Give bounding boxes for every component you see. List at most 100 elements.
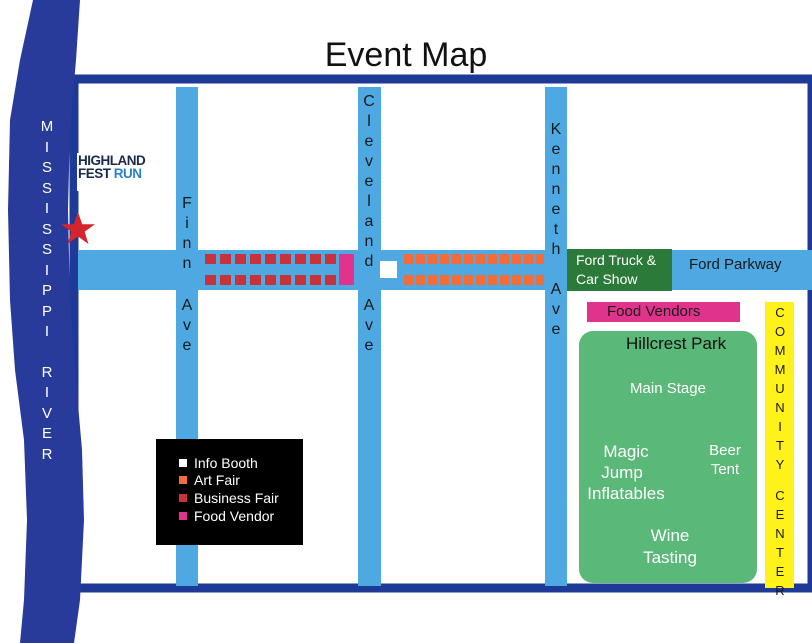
map-title: Event Map xyxy=(324,36,488,74)
vertical-letter: S xyxy=(41,220,52,238)
vertical-letter: K xyxy=(550,121,562,138)
vertical-letter: e xyxy=(364,337,374,354)
vertical-letter: A xyxy=(181,297,193,314)
ford-truck-line1: Ford Truck & xyxy=(576,252,657,268)
vertical-letter xyxy=(770,474,790,486)
food-vendors-area xyxy=(587,302,740,322)
legend-item-food-vendor: Food Vendor xyxy=(179,507,274,524)
legend-item-info-booth: Info Booth xyxy=(179,454,258,471)
vertical-letter: I xyxy=(44,384,50,401)
info-booth xyxy=(380,261,397,278)
highland-fest-logo: HIGHLAND FEST RUN xyxy=(77,153,152,191)
vertical-letter: d xyxy=(364,253,374,270)
legend-swatch-art-fair xyxy=(179,475,187,484)
food-vendors-label: Food Vendors xyxy=(607,303,701,320)
vertical-letter: C xyxy=(363,93,375,110)
vertical-letter: n xyxy=(551,161,561,178)
food-vendor-stall xyxy=(339,254,354,285)
wine-tasting-line2: Tasting xyxy=(643,548,697,567)
vertical-letter xyxy=(37,343,57,363)
vertical-letter: R xyxy=(41,363,53,381)
logo-line2: FEST RUN xyxy=(78,167,142,181)
vertical-letter: l xyxy=(367,193,371,210)
community-center-area xyxy=(765,302,794,588)
ford-truck-label: Ford Truck & Car Show xyxy=(576,251,656,289)
vertical-letter: V xyxy=(41,404,52,422)
logo-line1: HIGHLAND xyxy=(78,153,146,168)
vertical-letter: N xyxy=(775,400,785,415)
beer-tent-line2: Tent xyxy=(710,461,740,478)
logo-run: RUN xyxy=(113,166,142,181)
vertical-letter: n xyxy=(182,235,192,252)
vertical-letter: R xyxy=(41,445,53,463)
vertical-letter: M xyxy=(40,118,54,135)
vertical-letter: E xyxy=(775,507,785,522)
wine-tasting-line1: Wine xyxy=(650,526,690,545)
legend-swatch-business-fair xyxy=(179,493,187,502)
magic-jump-line1: Magic xyxy=(603,442,649,461)
legend-swatch-info-booth xyxy=(179,458,187,467)
legend-label-info-booth: Info Booth xyxy=(194,454,258,471)
legend-item-art-fair: Art Fair xyxy=(179,471,240,488)
logo-fest: FEST xyxy=(78,166,111,181)
vertical-letter: e xyxy=(551,141,561,158)
art-fair-stalls xyxy=(404,254,544,285)
vertical-letter: t xyxy=(553,221,559,238)
vertical-letter xyxy=(177,274,197,296)
legend-label-art-fair: Art Fair xyxy=(194,471,240,488)
vertical-letter: e xyxy=(551,321,561,338)
vertical-letter: I xyxy=(44,200,50,217)
vertical-letter: S xyxy=(41,241,52,258)
vertical-letter: v xyxy=(183,317,191,334)
vertical-letter: e xyxy=(182,337,192,354)
vertical-letter: e xyxy=(551,201,561,218)
vertical-letter: P xyxy=(41,282,52,299)
business-fair-stalls xyxy=(205,254,336,285)
vertical-letter: i xyxy=(185,215,189,232)
legend-item-business-fair: Business Fair xyxy=(179,489,279,506)
start-star-icon xyxy=(61,212,95,244)
hillcrest-park-area xyxy=(579,331,757,583)
ford-parkway-label: Ford Parkway xyxy=(689,256,782,273)
wine-tasting-label: Wine Tasting xyxy=(630,525,710,569)
magic-jump-line2: Jump xyxy=(601,463,643,482)
vertical-letter xyxy=(546,260,566,280)
vertical-letter: v xyxy=(365,153,373,170)
vertical-letter: M xyxy=(774,362,786,377)
vertical-letter: T xyxy=(776,545,784,560)
vertical-letter: T xyxy=(776,438,784,453)
vertical-letter: Y xyxy=(775,457,785,472)
vertical-letter: A xyxy=(363,297,375,314)
vertical-letter: C xyxy=(775,488,785,503)
vertical-letter: l xyxy=(367,113,371,130)
vertical-letter: U xyxy=(775,381,785,396)
vertical-letter: F xyxy=(182,195,192,212)
vertical-letter: S xyxy=(41,179,52,197)
vertical-letter: M xyxy=(774,343,786,358)
vertical-letter: P xyxy=(41,302,52,320)
vertical-letter: I xyxy=(44,323,50,340)
ford-truck-area xyxy=(567,249,672,291)
vertical-letter: I xyxy=(44,138,50,156)
kenneth-ave-road xyxy=(545,87,567,586)
vertical-letter: R xyxy=(775,583,785,598)
vertical-letter: E xyxy=(775,564,785,579)
legend-swatch-food-vendor xyxy=(179,511,187,520)
vertical-letter: A xyxy=(550,281,562,298)
cleveland-ave-road xyxy=(358,87,381,586)
ford-truck-line2: Car Show xyxy=(576,271,638,287)
vertical-letter: I xyxy=(778,419,782,434)
vertical-letter: O xyxy=(774,324,786,339)
vertical-letter: e xyxy=(364,173,374,190)
park-name: Hillcrest Park xyxy=(626,334,727,353)
vertical-letter: v xyxy=(365,317,373,334)
vertical-letter: I xyxy=(44,261,50,279)
main-stage-label: Main Stage xyxy=(630,380,706,397)
vertical-letter: S xyxy=(41,159,52,176)
vertical-letter: e xyxy=(364,133,374,150)
beer-tent-line1: Beer xyxy=(709,442,741,459)
